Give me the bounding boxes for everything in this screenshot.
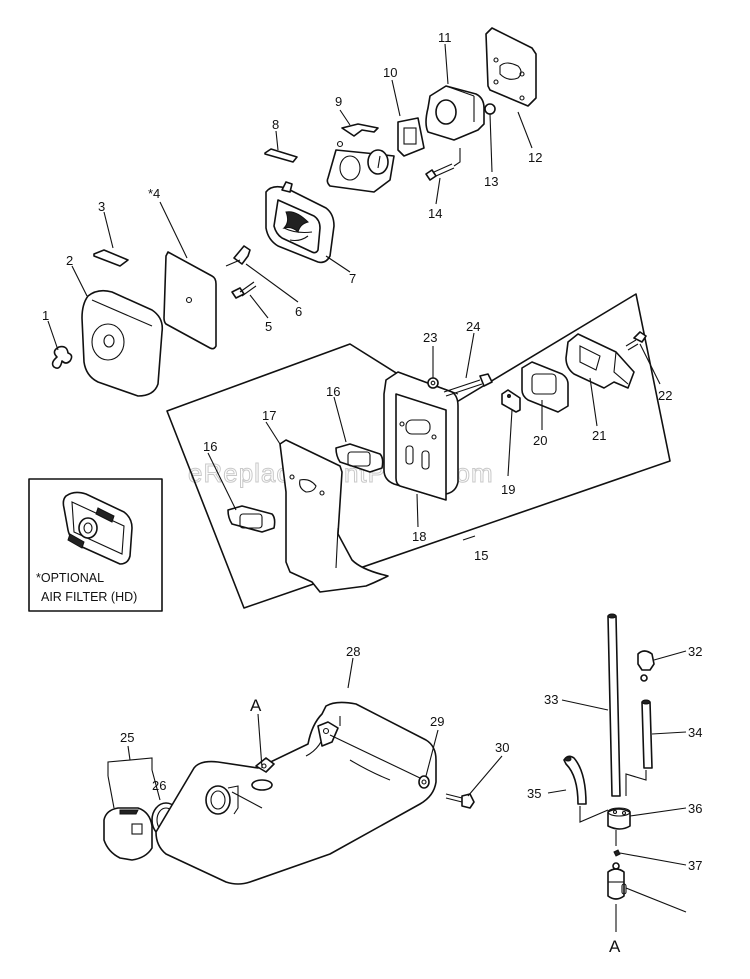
label-12: 12 [528, 150, 542, 165]
part-20-exhaust-gasket[interactable] [521, 361, 569, 413]
label-16a: 16 [203, 439, 217, 454]
part-7-air-cleaner-base[interactable] [265, 181, 335, 264]
label-10: 10 [383, 65, 397, 80]
part-1-wing-nut[interactable] [51, 345, 73, 369]
part-16-muffler-gasket-left[interactable] [227, 505, 276, 533]
part-5-bolt[interactable] [231, 281, 257, 299]
part-3-label[interactable] [93, 249, 129, 267]
label-11: 11 [438, 30, 452, 45]
label-32: 33 [544, 692, 558, 707]
label-13: 13 [484, 174, 498, 189]
label-19: 19 [501, 482, 515, 497]
part-34-vent-tube[interactable] [563, 755, 587, 805]
part-19-spark-arrestor-plate[interactable] [501, 389, 521, 413]
label-16b: 16 [326, 384, 340, 399]
optional-label-line2: AIR FILTER (HD) [41, 590, 137, 604]
label-33: 34 [688, 725, 702, 740]
optional-label-line1: *OPTIONAL [36, 571, 104, 585]
label-22: 22 [658, 388, 672, 403]
label-7: 7 [349, 271, 356, 286]
label-28: 28 [346, 644, 360, 659]
label-4: *4 [148, 186, 160, 201]
label-34: 35 [527, 786, 541, 801]
label-35: 36 [688, 801, 702, 816]
part-22-screw[interactable] [625, 331, 647, 351]
label-6: 6 [295, 304, 302, 319]
part-29-washer[interactable] [418, 775, 430, 789]
part-18-muffler[interactable] [383, 371, 459, 501]
connector-a-filter: A [609, 937, 621, 956]
label-24: 24 [466, 319, 480, 334]
label-23: 23 [423, 330, 437, 345]
label-29: 29 [430, 714, 444, 729]
label-18: 18 [412, 529, 426, 544]
label-8: 8 [272, 117, 279, 132]
part-6-choke-lever[interactable] [225, 245, 251, 267]
part-35-grommet[interactable] [607, 807, 631, 830]
label-31: 32 [688, 644, 702, 659]
label-1: 1 [42, 308, 49, 323]
part-23-washer[interactable] [427, 377, 439, 389]
label-2: 2 [66, 253, 73, 268]
part-11-insulator[interactable] [425, 85, 485, 141]
label-25: 25 [120, 730, 134, 745]
part-13-nut[interactable] [484, 103, 496, 115]
part-14-bolt[interactable] [425, 148, 461, 181]
part-31-check-valve[interactable] [637, 650, 655, 682]
part-28-fuel-tank[interactable] [155, 701, 437, 885]
connector-a-tank: A [250, 696, 262, 715]
part-17-heat-shield[interactable] [279, 439, 389, 593]
part-16-muffler-gasket-right[interactable] [335, 443, 384, 473]
part-9-carburetor[interactable] [326, 123, 395, 193]
part-24-muffler-bolt[interactable] [443, 373, 493, 397]
part-12-insulator-gasket[interactable] [485, 27, 537, 107]
part-10-carb-gasket[interactable] [397, 117, 425, 157]
label-5: 5 [265, 319, 272, 334]
part-8-gasket[interactable] [264, 148, 298, 163]
optional-air-filter-box: *OPTIONAL AIR FILTER (HD) [28, 478, 163, 612]
part-37-fuel-filter[interactable] [607, 862, 627, 900]
part-33-fuel-line-short[interactable] [641, 699, 653, 769]
label-9: 9 [335, 94, 342, 109]
label-3: 3 [98, 199, 105, 214]
label-15: 15 [474, 548, 488, 563]
label-30: 30 [495, 740, 509, 755]
part-25-fuel-cap[interactable] [103, 807, 153, 861]
part-4-air-filter[interactable] [163, 251, 217, 350]
part-30-bolt[interactable] [445, 793, 475, 809]
part-21-muffler-cover[interactable] [565, 333, 635, 389]
label-26: 26 [152, 778, 166, 793]
part-36-retainer[interactable] [613, 849, 621, 857]
label-20: 20 [533, 433, 547, 448]
label-21: 21 [592, 428, 606, 443]
label-36: 37 [688, 858, 702, 873]
label-14: 14 [428, 206, 442, 221]
part-32-fuel-line[interactable] [607, 613, 621, 797]
label-17: 17 [262, 408, 276, 423]
part-2-air-filter-cover[interactable] [81, 289, 164, 397]
